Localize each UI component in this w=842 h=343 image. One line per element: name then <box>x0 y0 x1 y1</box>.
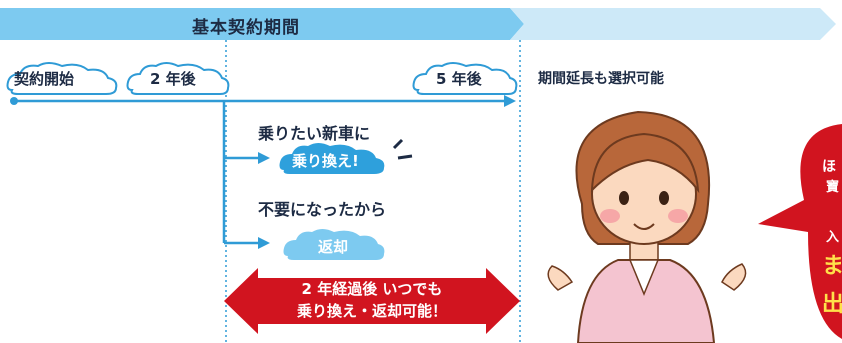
extension-note: 期間延長も選択可能 <box>538 71 664 87</box>
return-badge: 返却 <box>318 238 349 256</box>
return-cloud <box>283 229 385 260</box>
cloud-filled-icon <box>279 143 385 174</box>
double-arrow-icon <box>224 268 520 334</box>
replace-badge: 乗り換え! <box>292 152 359 170</box>
two-year-cloud <box>126 62 230 95</box>
return-caption: 不要になったから <box>258 200 387 219</box>
cloud-outline-icon <box>126 62 230 95</box>
speech-bubble-shape <box>758 124 842 339</box>
cloud-outline-icon <box>6 62 118 95</box>
new-car-caption: 乗りたい新車に <box>258 124 371 143</box>
term-arrow-bar <box>0 8 836 40</box>
replace-cloud <box>279 143 385 174</box>
basic-term-arrow <box>0 8 524 40</box>
bubble-char-2: 寶 <box>826 180 840 195</box>
bubble-char-5: 出 <box>822 292 842 317</box>
banner-line-2: 乗り換え・返却可能！ <box>296 302 447 320</box>
two-year-label: 2 年後 <box>150 70 196 88</box>
bubble-char-4: ま <box>822 254 842 279</box>
cloud-outline-icon <box>412 62 518 95</box>
woman-illustration <box>547 110 747 343</box>
banner-text: 2 年経過後 いつでも 乗り換え・返却可能！ <box>224 278 520 322</box>
five-year-cloud <box>412 62 518 95</box>
speech-bubble <box>758 124 842 339</box>
arrow-head-icon <box>258 152 270 164</box>
bubble-char-3: 入 <box>826 230 840 245</box>
five-year-label: 5 年後 <box>436 70 482 88</box>
banner-line-1: 2 年経過後 いつでも <box>301 280 443 298</box>
arrow-head-icon <box>504 95 516 107</box>
emphasis-marks-icon <box>392 138 413 160</box>
contract-start-cloud <box>6 62 118 95</box>
timeline-arrows <box>10 95 516 249</box>
cloud-filled-icon <box>283 229 385 260</box>
anytime-banner <box>224 268 520 334</box>
bubble-char-1: ほ <box>822 159 836 175</box>
extension-arrow <box>510 8 836 40</box>
basic-term-label: 基本契約期間 <box>192 18 300 38</box>
arrow-head-icon <box>258 237 270 249</box>
contract-start-label: 契約開始 <box>14 70 75 88</box>
